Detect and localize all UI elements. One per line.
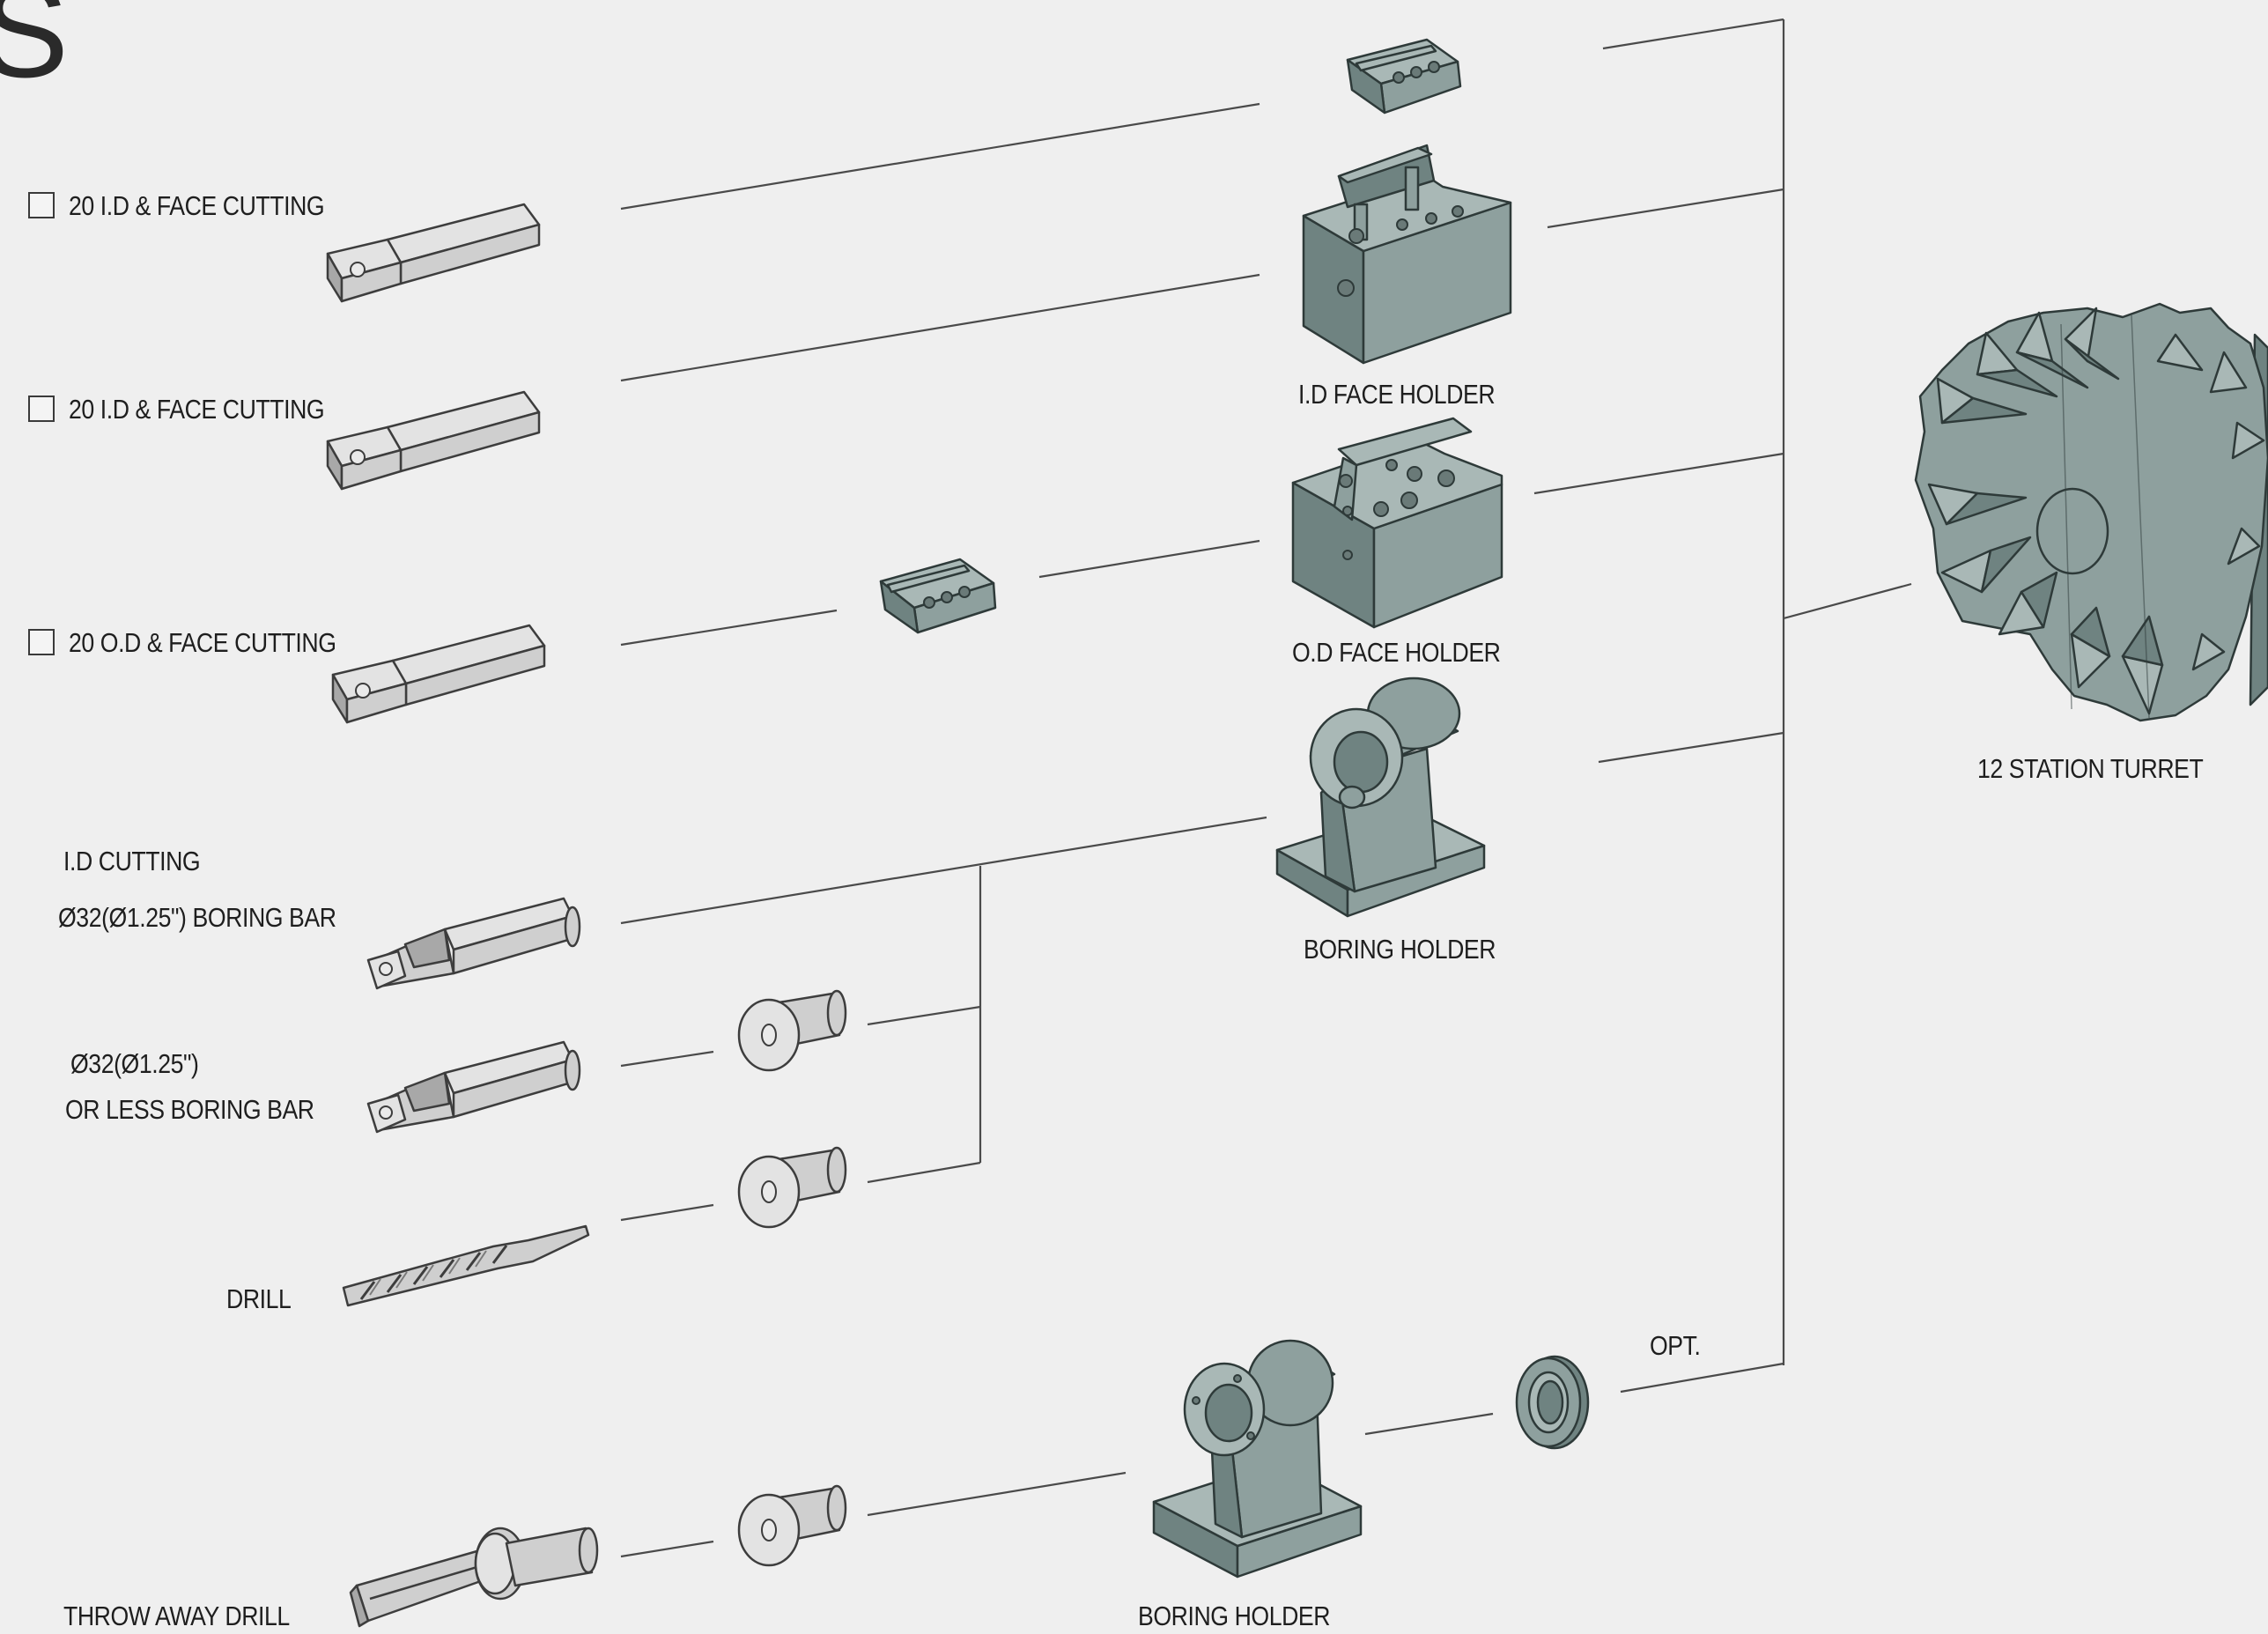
id-cutting-heading: I.D CUTTING xyxy=(63,846,201,876)
throw-away-drill xyxy=(349,1527,599,1628)
connector-drill-sleeve2 xyxy=(620,1203,714,1222)
id-face-cutting-2-label: 20 I.D & FACE CUTTING xyxy=(69,394,325,425)
connector-tool1-insert xyxy=(620,102,1260,211)
twelve-station-turret xyxy=(1914,302,2268,722)
id-face-holder-label: I.D FACE HOLDER xyxy=(1298,379,1496,410)
id-face-tool-1 xyxy=(326,203,541,303)
boring-holder-lower-label: BORING HOLDER xyxy=(1138,1601,1331,1631)
connector-id-holder-bus xyxy=(1547,188,1784,229)
connector-bar2-sleeve1 xyxy=(620,1050,714,1068)
od-face-cutting-checkbox[interactable] xyxy=(28,629,55,655)
connector-lines xyxy=(620,18,1912,1558)
connector-tad-sleeve3 xyxy=(620,1540,714,1558)
boring-bar-32-label: Ø32(Ø1.25") BORING BAR xyxy=(58,902,336,933)
wedge-insert-top xyxy=(1346,38,1462,115)
connector-sleeve1-bus xyxy=(867,1005,981,1026)
sleeve-1 xyxy=(737,989,847,1072)
boring-bar-small-label-line2: OR LESS BORING BAR xyxy=(65,1094,314,1125)
id-face-holder xyxy=(1302,144,1512,365)
sleeve-3 xyxy=(737,1484,847,1567)
id-face-cutting-1-checkbox[interactable] xyxy=(28,192,55,218)
connector-bus-turret xyxy=(1783,582,1912,620)
boring-holder-upper xyxy=(1275,677,1486,918)
id-face-cutting-2-checkbox[interactable] xyxy=(28,396,55,422)
connector-top-insert-bus xyxy=(1602,18,1784,50)
od-face-holder xyxy=(1291,417,1503,629)
od-face-holder-label: O.D FACE HOLDER xyxy=(1292,637,1501,668)
turret-label: 12 STATION TURRET xyxy=(1977,753,2204,784)
connector-sleeve2-bus xyxy=(867,1161,981,1184)
connector-sleeve3-lowerholder xyxy=(867,1471,1127,1517)
wedge-insert-od xyxy=(879,558,997,634)
boring-holder-lower xyxy=(1152,1339,1363,1579)
boring-bar-small xyxy=(366,1040,581,1134)
drill-label: DRILL xyxy=(226,1283,292,1314)
boring-bar-32 xyxy=(366,897,581,990)
connector-od-holder-bus xyxy=(1533,452,1784,495)
id-face-tool-2 xyxy=(326,390,541,491)
id-face-cutting-1-label: 20 I.D & FACE CUTTING xyxy=(69,190,325,221)
connector-opt-bus xyxy=(1620,1362,1784,1394)
od-face-tool xyxy=(331,624,546,724)
od-face-cutting-label: 20 O.D & FACE CUTTING xyxy=(69,627,336,658)
connector-tool2-idholder xyxy=(620,273,1260,382)
drill-bit xyxy=(342,1224,590,1307)
connector-boring-holder-bus xyxy=(1598,731,1784,764)
boring-bar-small-label-line1: Ø32(Ø1.25") xyxy=(70,1048,199,1079)
boring-holder-label: BORING HOLDER xyxy=(1304,934,1496,965)
sleeve-2 xyxy=(737,1146,847,1229)
opt-ring xyxy=(1515,1355,1590,1450)
connector-odinsert-odholder xyxy=(1038,539,1260,579)
connector-tool3-odinsert xyxy=(620,609,838,647)
opt-label: OPT. xyxy=(1650,1330,1701,1361)
connector-boringbar-boringholder xyxy=(620,816,1267,925)
page-corner-glyph: S xyxy=(0,0,70,105)
throw-away-drill-label: THROW AWAY DRILL xyxy=(63,1601,290,1631)
connector-lowerholder-ring xyxy=(1364,1412,1494,1436)
